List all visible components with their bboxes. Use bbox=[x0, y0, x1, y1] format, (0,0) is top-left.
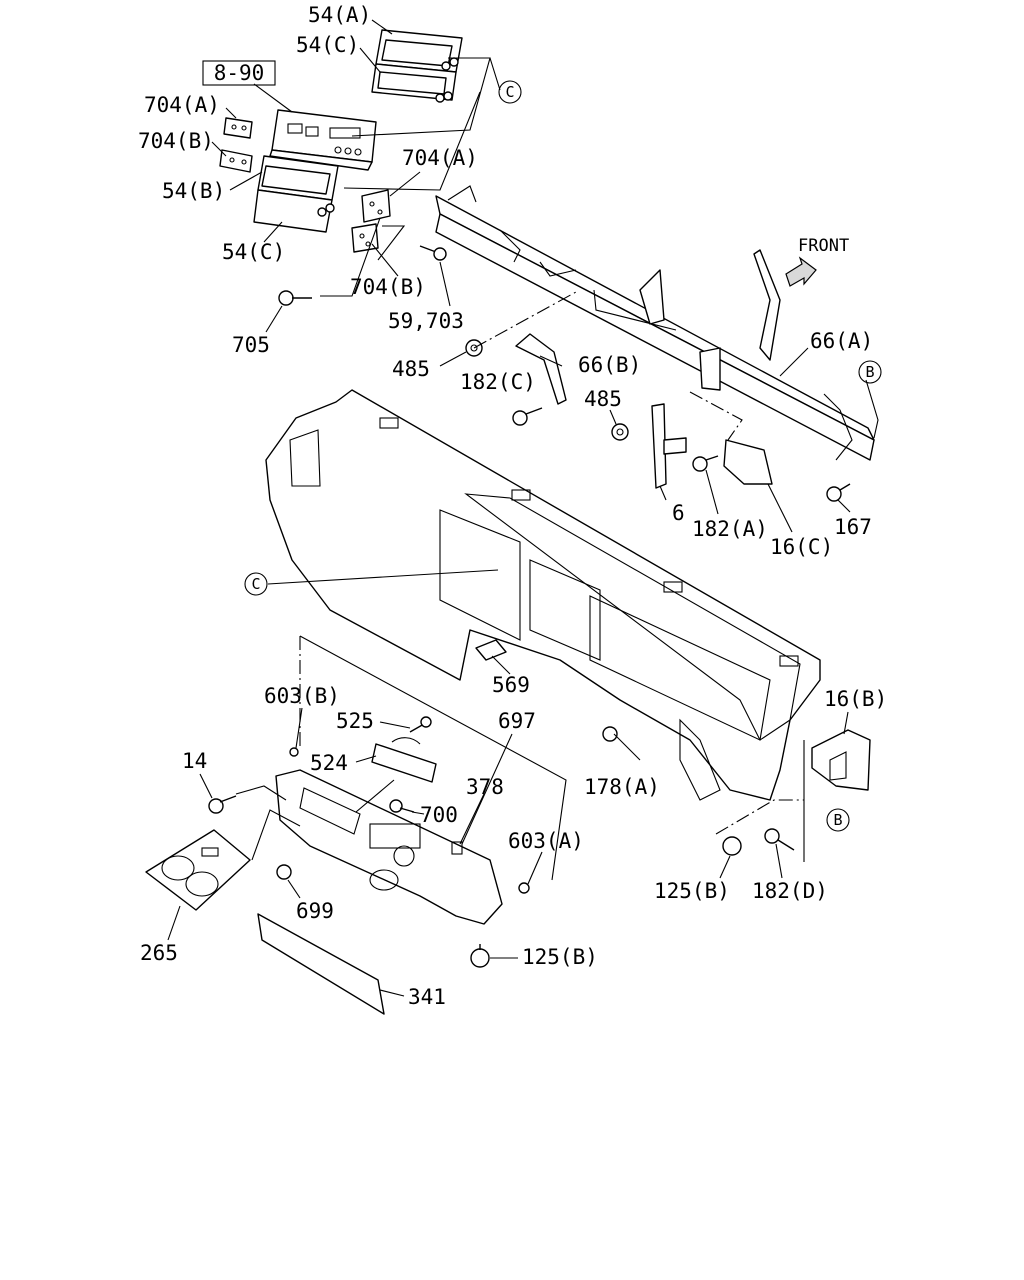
label-341: 341 bbox=[408, 985, 446, 1009]
cupholder-265 bbox=[145, 829, 251, 911]
label-603a: 603(A) bbox=[508, 829, 584, 853]
label-700: 700 bbox=[420, 803, 458, 827]
front-arrow-icon bbox=[785, 256, 817, 287]
clip-125b-bottom bbox=[470, 944, 490, 968]
label-125b-right: 125(B) bbox=[654, 879, 730, 903]
bracket-704b-left bbox=[219, 149, 253, 173]
clip-125b-right bbox=[722, 836, 742, 856]
screw-59-703 bbox=[419, 245, 447, 261]
radio-unit-8-90 bbox=[269, 109, 377, 171]
bracket-704a-left bbox=[223, 117, 253, 139]
bolt-167 bbox=[826, 483, 851, 502]
lid-341 bbox=[257, 913, 385, 1015]
label-front: FRONT bbox=[798, 236, 849, 256]
bezel-697 bbox=[275, 769, 503, 925]
label-524: 524 bbox=[310, 751, 348, 775]
cover-16b bbox=[811, 729, 871, 791]
screw-525 bbox=[409, 716, 432, 733]
label-16b: 16(B) bbox=[824, 687, 887, 711]
label-265: 265 bbox=[140, 941, 178, 965]
leader-lines bbox=[167, 19, 851, 997]
label-54c-top: 54(C) bbox=[296, 33, 359, 57]
label-66a: 66(A) bbox=[810, 329, 873, 353]
label-54a: 54(A) bbox=[308, 3, 371, 27]
clip-603a bbox=[518, 882, 530, 894]
label-59-703: 59,703 bbox=[388, 309, 464, 333]
label-704b-left: 704(B) bbox=[138, 129, 214, 153]
nut-485-right bbox=[611, 423, 629, 441]
screw-14 bbox=[208, 795, 237, 814]
reference-box-8-90: 8-90 bbox=[202, 60, 276, 86]
label-6: 6 bbox=[672, 501, 685, 525]
switch-524 bbox=[371, 737, 437, 783]
clip-603b bbox=[289, 747, 299, 757]
label-378 bbox=[451, 841, 463, 855]
callout-b-top: B bbox=[858, 360, 882, 384]
dashboard-panel bbox=[265, 389, 821, 801]
svg-text:C: C bbox=[251, 575, 260, 593]
pocket-54c-lower bbox=[253, 155, 339, 233]
bracket-704b-right bbox=[351, 223, 379, 253]
clip-569 bbox=[475, 639, 507, 661]
screw-700 bbox=[389, 799, 415, 813]
svg-text:8-90: 8-90 bbox=[214, 61, 265, 85]
label-697: 697 bbox=[498, 709, 536, 733]
pocket-54a bbox=[371, 29, 463, 103]
screw-705 bbox=[278, 290, 312, 306]
label-705: 705 bbox=[232, 333, 270, 357]
nut-699 bbox=[276, 864, 292, 880]
label-704a-left: 704(A) bbox=[144, 93, 220, 117]
cross-beam-66a bbox=[435, 185, 875, 461]
label-603b: 603(B) bbox=[264, 684, 340, 708]
label-485-right: 485 bbox=[584, 387, 622, 411]
label-16c: 16(C) bbox=[770, 535, 833, 559]
bracket-66b bbox=[515, 333, 567, 405]
label-699: 699 bbox=[296, 899, 334, 923]
label-66b: 66(B) bbox=[578, 353, 641, 377]
label-704a-right: 704(A) bbox=[402, 146, 478, 170]
label-525: 525 bbox=[336, 709, 374, 733]
bolt-182d bbox=[764, 828, 795, 851]
nut-178a bbox=[602, 726, 618, 742]
svg-text:B: B bbox=[833, 811, 842, 829]
label-182a: 182(A) bbox=[692, 517, 768, 541]
label-54c-lower: 54(C) bbox=[222, 240, 285, 264]
label-182d: 182(D) bbox=[752, 879, 828, 903]
label-569: 569 bbox=[492, 673, 530, 697]
label-14: 14 bbox=[182, 749, 207, 773]
label-182c: 182(C) bbox=[460, 370, 536, 394]
bracket-704a-right bbox=[361, 189, 391, 223]
callout-c-mid: C bbox=[244, 572, 268, 596]
cover-16c bbox=[723, 439, 773, 485]
bolt-182a bbox=[692, 455, 719, 472]
svg-text:C: C bbox=[505, 83, 514, 101]
callout-b-bottom: B bbox=[826, 808, 850, 832]
label-378: 378 bbox=[466, 775, 504, 799]
label-178a: 178(A) bbox=[584, 775, 660, 799]
label-167: 167 bbox=[834, 515, 872, 539]
callout-c-top: C bbox=[498, 80, 522, 104]
label-704b-right: 704(B) bbox=[350, 275, 426, 299]
brace-6 bbox=[651, 403, 687, 489]
bolt-182c bbox=[512, 407, 543, 426]
svg-text:B: B bbox=[865, 363, 874, 381]
label-125b-bottom: 125(B) bbox=[522, 945, 598, 969]
label-54b: 54(B) bbox=[162, 179, 225, 203]
part-labels: 54(A) 54(C) 704(A) 704(B) 54(B) 54(C) 70… bbox=[138, 3, 887, 1009]
label-485-left: 485 bbox=[392, 357, 430, 381]
